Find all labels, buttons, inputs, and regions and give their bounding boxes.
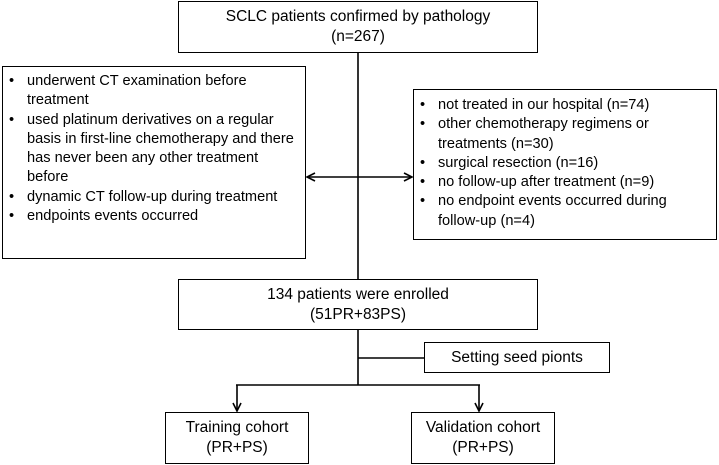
exclusion-item: other chemotherapy regimens or treatment… [418, 115, 710, 154]
inclusion-item: underwent CT examination before treatmen… [7, 72, 299, 111]
enrolled-patients-title: 134 patients were enrolled [267, 285, 449, 303]
seed-points-box: Setting seed pionts [424, 342, 610, 373]
enrolled-patients-count: (51PR+83PS) [309, 305, 407, 323]
training-cohort-box: Training cohort (PR+PS) [165, 412, 309, 464]
validation-cohort-subtitle: (PR+PS) [452, 439, 514, 456]
inclusion-item: endpoints events occurred [7, 207, 299, 227]
exclusion-criteria-box: not treated in our hospital (n=74) other… [413, 89, 717, 240]
training-cohort-title: Training cohort [185, 419, 289, 436]
seed-points-label: Setting seed pionts [451, 348, 583, 366]
exclusion-criteria-list: not treated in our hospital (n=74) other… [418, 96, 710, 231]
exclusion-item: surgical resection (n=16) [418, 154, 710, 174]
validation-cohort-title: Validation cohort [425, 419, 541, 436]
pathology-confirmed-title: SCLC patients confirmed by pathology [225, 8, 491, 25]
training-cohort-subtitle: (PR+PS) [206, 439, 268, 456]
exclusion-item: not treated in our hospital (n=74) [418, 96, 710, 116]
pathology-confirmed-count: (n=267) [331, 28, 385, 45]
pathology-confirmed-box: SCLC patients confirmed by pathology (n=… [178, 1, 538, 53]
validation-cohort-box: Validation cohort (PR+PS) [411, 412, 555, 464]
exclusion-item: no follow-up after treatment (n=9) [418, 173, 710, 193]
inclusion-item: used platinum derivatives on a regular b… [7, 111, 299, 188]
exclusion-item: no endpoint events occurred during follo… [418, 192, 710, 231]
inclusion-item: dynamic CT follow-up during treatment [7, 188, 299, 208]
inclusion-criteria-list: underwent CT examination before treatmen… [7, 72, 299, 227]
inclusion-criteria-box: underwent CT examination before treatmen… [2, 66, 306, 259]
enrolled-patients-box: 134 patients were enrolled (51PR+83PS) [178, 279, 538, 330]
